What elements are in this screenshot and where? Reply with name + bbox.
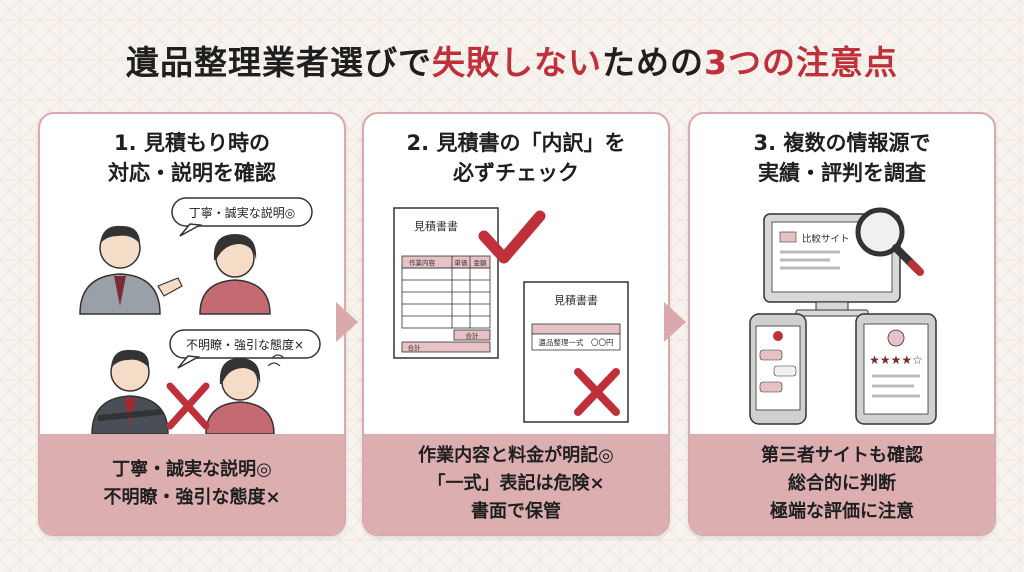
card-heading-line: 3. 複数の情報源で (753, 131, 931, 155)
doc1-col-header: 作業内容 (409, 258, 436, 267)
footer-line: 「一式」表記は危険× (427, 473, 605, 494)
card-footer: 作業内容と料金が明記◎ 「一式」表記は危険× 書面で保管 (364, 434, 668, 534)
speech-bubble-bad: 不明瞭・強引な態度× (169, 329, 321, 369)
bubble-good-text: 丁寧・誠実な説明◎ (189, 205, 295, 220)
illustration-estimate-documents: 見積書書 作業内容 単価 金額 合計 合計 見積書書 遺品整理一式 〇〇円 (393, 207, 629, 423)
doc1-total: 合計 (408, 343, 422, 352)
footer-line: 第三者サイトも確認 (761, 445, 923, 466)
page-title: 遺品整理業者選びで失敗しないための3つの注意点 (0, 36, 1024, 84)
footer-line: 総合的に判断 (788, 473, 896, 494)
doc1-col-header: 単価 (455, 258, 469, 267)
check-mark-icon (478, 210, 546, 264)
card-heading: 3. 複数の情報源で 実績・評判を調査 (690, 128, 994, 188)
title-highlight: 失敗しない (432, 43, 603, 82)
itemized-estimate-document: 見積書書 作業内容 単価 金額 合計 合計 (393, 207, 499, 359)
cross-mark-icon (166, 382, 210, 430)
footer-line: 丁寧・誠実な説明◎ (112, 459, 272, 480)
card-heading-line: 2. 見積書の「内訳」を (406, 131, 626, 155)
illustration-information-sources: 比較サイト ★★★★☆ (749, 207, 937, 425)
smartphone-icon (749, 313, 807, 425)
footer-line: 作業内容と料金が明記◎ (418, 445, 614, 466)
card-estimate-breakdown: 2. 見積書の「内訳」を 必ずチェック 見積書書 作業内容 単価 金額 合計 合… (362, 112, 670, 536)
card-estimate-response: 1. 見積もり時の 対応・説明を確認 丁寧・誠実な説明◎ 不明瞭・強引な態度× (38, 112, 346, 536)
footer-line: 極端な評価に注意 (770, 501, 914, 522)
arrow-right-icon (336, 302, 358, 342)
card-heading-line: 実績・評判を調査 (758, 161, 926, 185)
worried-woman-icon (205, 354, 285, 434)
lump-sum-estimate-document: 見積書書 遺品整理一式 〇〇円 (523, 281, 629, 423)
doc2-line: 遺品整理一式 〇〇円 (539, 337, 614, 347)
tablet-icon: ★★★★☆ (855, 313, 937, 425)
doc2-title: 見積書書 (554, 293, 598, 307)
star-rating-icon: ★★★★☆ (869, 353, 923, 367)
footer-line: 不明瞭・強引な態度× (103, 487, 281, 508)
monitor-text: 比較サイト (802, 233, 850, 245)
doc1-col-header: 金額 (474, 258, 488, 267)
title-part: ための (602, 43, 705, 82)
card-footer: 第三者サイトも確認 総合的に判断 極端な評価に注意 (690, 434, 994, 534)
illustration-staff-explanation: 丁寧・誠実な説明◎ 不明瞭・強引な態度× (79, 197, 321, 434)
staff-man-icon (79, 225, 183, 315)
speech-bubble-good: 丁寧・誠実な説明◎ (171, 197, 313, 237)
card-heading-line: 必ずチェック (453, 161, 579, 185)
customer-woman-icon (199, 234, 271, 315)
arrow-right-icon (664, 302, 686, 342)
pushy-staff-icon (91, 349, 169, 434)
card-heading: 1. 見積もり時の 対応・説明を確認 (40, 128, 344, 188)
doc1-subtotal: 合計 (466, 331, 480, 340)
card-heading-line: 対応・説明を確認 (108, 161, 276, 185)
title-part: 遺品整理業者選びで (126, 43, 433, 82)
doc1-title: 見積書書 (414, 219, 458, 233)
magnifier-icon (855, 207, 924, 276)
footer-line: 書面で保管 (471, 501, 561, 522)
card-research-reputation: 3. 複数の情報源で 実績・評判を調査 比較サイト (688, 112, 996, 536)
bubble-bad-text: 不明瞭・強引な態度× (186, 337, 304, 352)
card-footer: 丁寧・誠実な説明◎ 不明瞭・強引な態度× (40, 434, 344, 534)
cross-mark-icon (574, 368, 620, 416)
card-heading-line: 1. 見積もり時の (114, 131, 270, 155)
title-highlight: 3つの注意点 (704, 43, 898, 82)
card-heading: 2. 見積書の「内訳」を 必ずチェック (364, 128, 668, 188)
